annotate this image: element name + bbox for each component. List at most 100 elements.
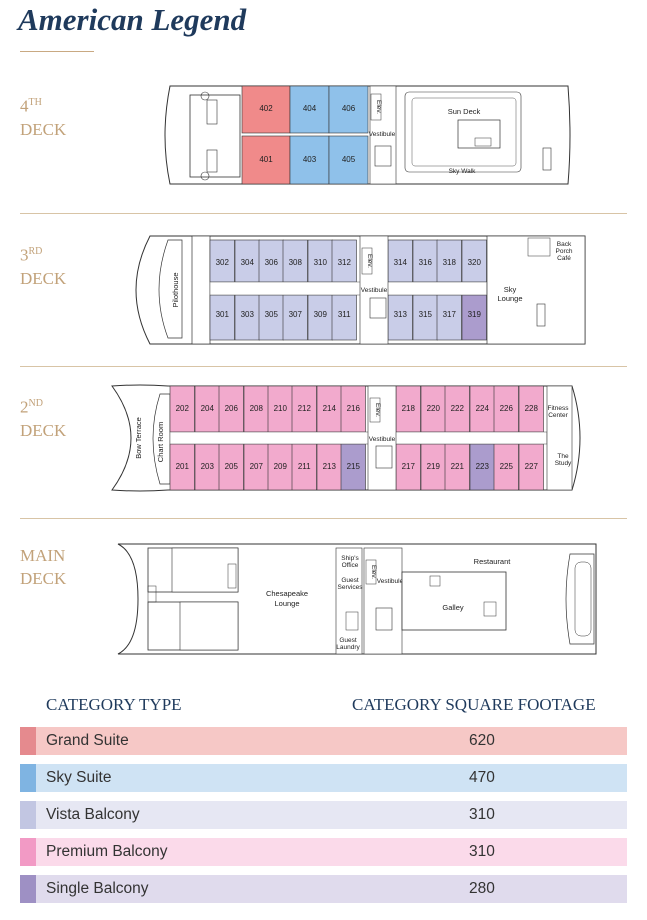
cabin-216: 216 xyxy=(340,385,366,433)
the-study-label: Study xyxy=(555,460,572,467)
cabin-306: 306 xyxy=(258,239,284,283)
svg-text:216: 216 xyxy=(347,404,361,413)
svg-text:225: 225 xyxy=(500,462,514,471)
cabin-314: 314 xyxy=(387,239,413,283)
cabin-226: 226 xyxy=(493,385,519,433)
svg-text:207: 207 xyxy=(250,462,264,471)
svg-text:404: 404 xyxy=(303,104,317,113)
svg-text:220: 220 xyxy=(427,404,441,413)
cabin-206: 206 xyxy=(218,385,244,433)
deck-label-3rd: 3RD DECK xyxy=(20,245,67,288)
back-porch-label: Café xyxy=(557,255,571,262)
cabin-312: 312 xyxy=(331,239,357,283)
cabin-204: 204 xyxy=(194,385,220,433)
cabin-218: 218 xyxy=(395,385,421,433)
cabin-309: 309 xyxy=(307,294,333,341)
divider-line xyxy=(20,518,627,519)
svg-text:218: 218 xyxy=(402,404,416,413)
legend-square-footage: 280 xyxy=(469,880,495,897)
fitness-center-label: Fitness xyxy=(548,405,570,412)
cabin-308: 308 xyxy=(282,239,308,283)
elevator-label: Elev. xyxy=(374,403,381,417)
svg-text:314: 314 xyxy=(394,258,408,267)
deck-label-main: MAIN DECK xyxy=(20,546,67,588)
cabin-320: 320 xyxy=(461,239,487,283)
vestibule-label: Vestibule xyxy=(369,436,396,443)
chart-room-label: Chart Room xyxy=(156,422,165,462)
guest-services-label: Guest xyxy=(341,577,359,584)
svg-text:213: 213 xyxy=(323,462,337,471)
svg-text:222: 222 xyxy=(451,404,465,413)
legend-category-name: Sky Suite xyxy=(46,769,112,786)
svg-text:317: 317 xyxy=(443,310,457,319)
legend-category-name: Vista Balcony xyxy=(46,806,140,823)
legend-row: Grand Suite 620 xyxy=(20,727,627,755)
svg-text:311: 311 xyxy=(338,310,351,319)
svg-text:228: 228 xyxy=(525,404,539,413)
svg-text:309: 309 xyxy=(314,310,328,319)
cabin-220: 220 xyxy=(420,385,446,433)
cabin-208: 208 xyxy=(243,385,269,433)
legend-header-type: CATEGORY TYPE xyxy=(46,695,182,714)
svg-text:201: 201 xyxy=(176,462,190,471)
cabin-221: 221 xyxy=(444,443,470,491)
elevator-label: Elev. xyxy=(366,254,373,268)
legend-category-name: Grand Suite xyxy=(46,732,129,749)
svg-text:402: 402 xyxy=(259,104,273,113)
cabin-219: 219 xyxy=(420,443,446,491)
legend-swatch xyxy=(20,838,36,866)
cabin-402: 402 xyxy=(241,85,291,134)
cabin-316: 316 xyxy=(412,239,438,283)
legend-header-footage: CATEGORY SQUARE FOOTAGE xyxy=(352,695,596,714)
svg-text:306: 306 xyxy=(265,258,279,267)
guest-laundry-label: Guest xyxy=(339,637,357,644)
svg-text:302: 302 xyxy=(216,258,230,267)
ships-office-label: Ship's xyxy=(341,555,359,562)
svg-text:310: 310 xyxy=(314,258,328,267)
svg-text:316: 316 xyxy=(419,258,433,267)
vestibule-label: Vestibule xyxy=(369,131,396,138)
cabin-404: 404 xyxy=(289,85,330,134)
cabin-403: 403 xyxy=(289,135,330,185)
svg-text:313: 313 xyxy=(394,310,408,319)
restaurant-label: Restaurant xyxy=(474,557,512,566)
svg-text:210: 210 xyxy=(274,404,288,413)
cabin-213: 213 xyxy=(316,443,342,491)
svg-text:208: 208 xyxy=(250,404,264,413)
cabin-202: 202 xyxy=(169,385,195,433)
legend-swatch xyxy=(20,727,36,755)
svg-text:401: 401 xyxy=(259,155,273,164)
sky-lounge-label: Lounge xyxy=(497,294,522,303)
cabin-317: 317 xyxy=(436,294,462,341)
legend-square-footage: 620 xyxy=(469,732,495,749)
vestibule-label: Vestibule xyxy=(377,578,404,585)
legend-square-footage: 310 xyxy=(469,843,495,860)
sun-deck-label: Sun Deck xyxy=(448,107,481,116)
svg-text:303: 303 xyxy=(241,310,255,319)
cabin-227: 227 xyxy=(518,443,544,491)
divider-line xyxy=(20,213,627,214)
cabin-304: 304 xyxy=(234,239,260,283)
svg-text:308: 308 xyxy=(289,258,303,267)
legend-swatch xyxy=(20,764,36,792)
svg-text:211: 211 xyxy=(298,462,311,471)
guest-laundry-label: Laundry xyxy=(336,644,360,651)
cabin-211: 211 xyxy=(291,443,317,491)
page-title: American Legend xyxy=(18,2,247,37)
back-porch-label: Porch xyxy=(556,248,573,255)
sky-lounge-label: Sky xyxy=(504,285,517,294)
cabin-315: 315 xyxy=(412,294,438,341)
elevator-label: Elev. xyxy=(375,100,382,114)
svg-text:219: 219 xyxy=(427,462,441,471)
cabin-307: 307 xyxy=(282,294,308,341)
svg-text:320: 320 xyxy=(468,258,482,267)
back-porch-label: Back xyxy=(557,241,572,248)
cabin-212: 212 xyxy=(291,385,317,433)
svg-text:204: 204 xyxy=(201,404,215,413)
legend-swatch xyxy=(20,875,36,903)
